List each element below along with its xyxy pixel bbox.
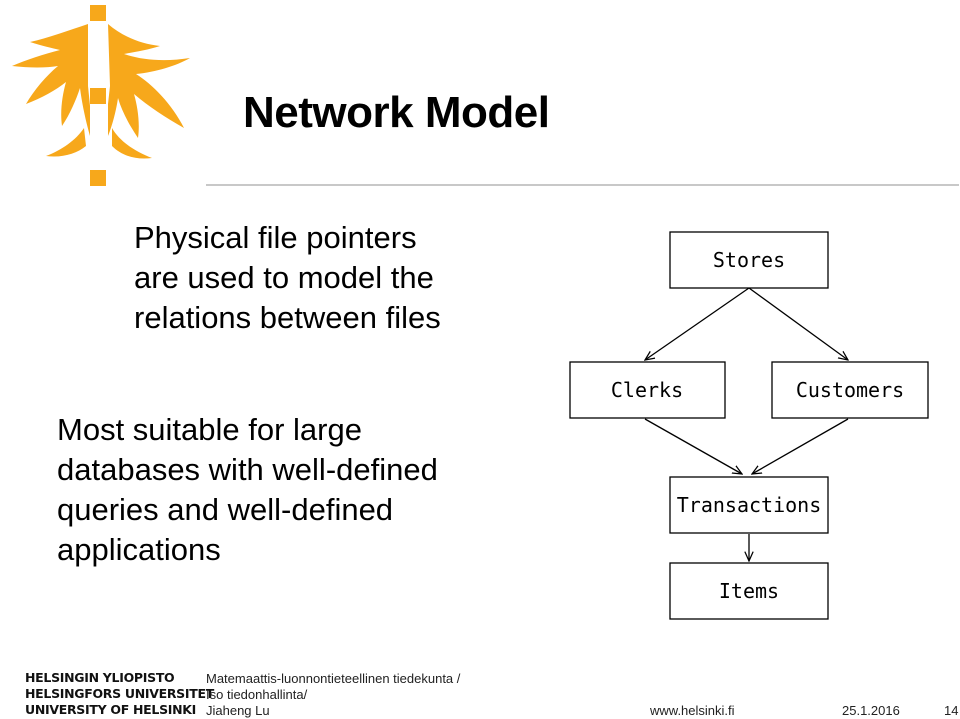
footer-author: Jiaheng Lu [206,703,270,718]
paragraph-most-suitable: Most suitable for large databases with w… [57,410,438,570]
node-label-transactions: Transactions [677,493,822,517]
text-line: applications [57,532,221,567]
edge-clerks-transactions [644,418,742,474]
text-line: relations between files [134,300,441,335]
university-name-english: UNIVERSITY OF HELSINKI [25,702,197,717]
node-box-items [669,562,829,620]
node-box-stores [669,231,829,289]
text-line: queries and well-defined [57,492,394,527]
university-name-swedish: HELSINGFORS UNIVERSITET [25,686,214,701]
node-box-transactions [669,476,829,534]
text-line: databases with well-defined [57,452,438,487]
footer-faculty: Matemaattis-luonnontieteellinen tiedekun… [206,671,461,686]
node-label-stores: Stores [713,248,785,272]
footer-date: 25.1.2016 [842,703,900,718]
page-number: 14 [944,703,959,718]
node-label-customers: Customers [796,378,904,402]
edge-stores-customers [748,287,848,360]
footer-course: Iso tiedonhallinta/ [206,687,308,702]
node-box-customers [771,361,929,419]
text-line: Physical file pointers [134,220,417,255]
paragraph-physical-pointers: Physical file pointers are used to model… [134,218,441,338]
node-box-clerks [569,361,726,419]
edge-stores-clerks [645,287,750,360]
text-line: are used to model the [134,260,434,295]
node-label-items: Items [719,579,779,603]
node-label-clerks: Clerks [611,378,683,402]
slide-title: Network Model [243,88,550,137]
edge-customers-transactions [752,418,849,474]
footer-website-link[interactable]: www.helsinki.fi [650,703,735,718]
university-flame-logo [12,5,190,186]
text-line: Most suitable for large [57,412,362,447]
title-divider [206,184,959,186]
university-name-finnish: HELSINGIN YLIOPISTO [25,670,175,685]
network-model-diagram: Stores Clerks Customers Transactions Ite… [569,231,929,620]
